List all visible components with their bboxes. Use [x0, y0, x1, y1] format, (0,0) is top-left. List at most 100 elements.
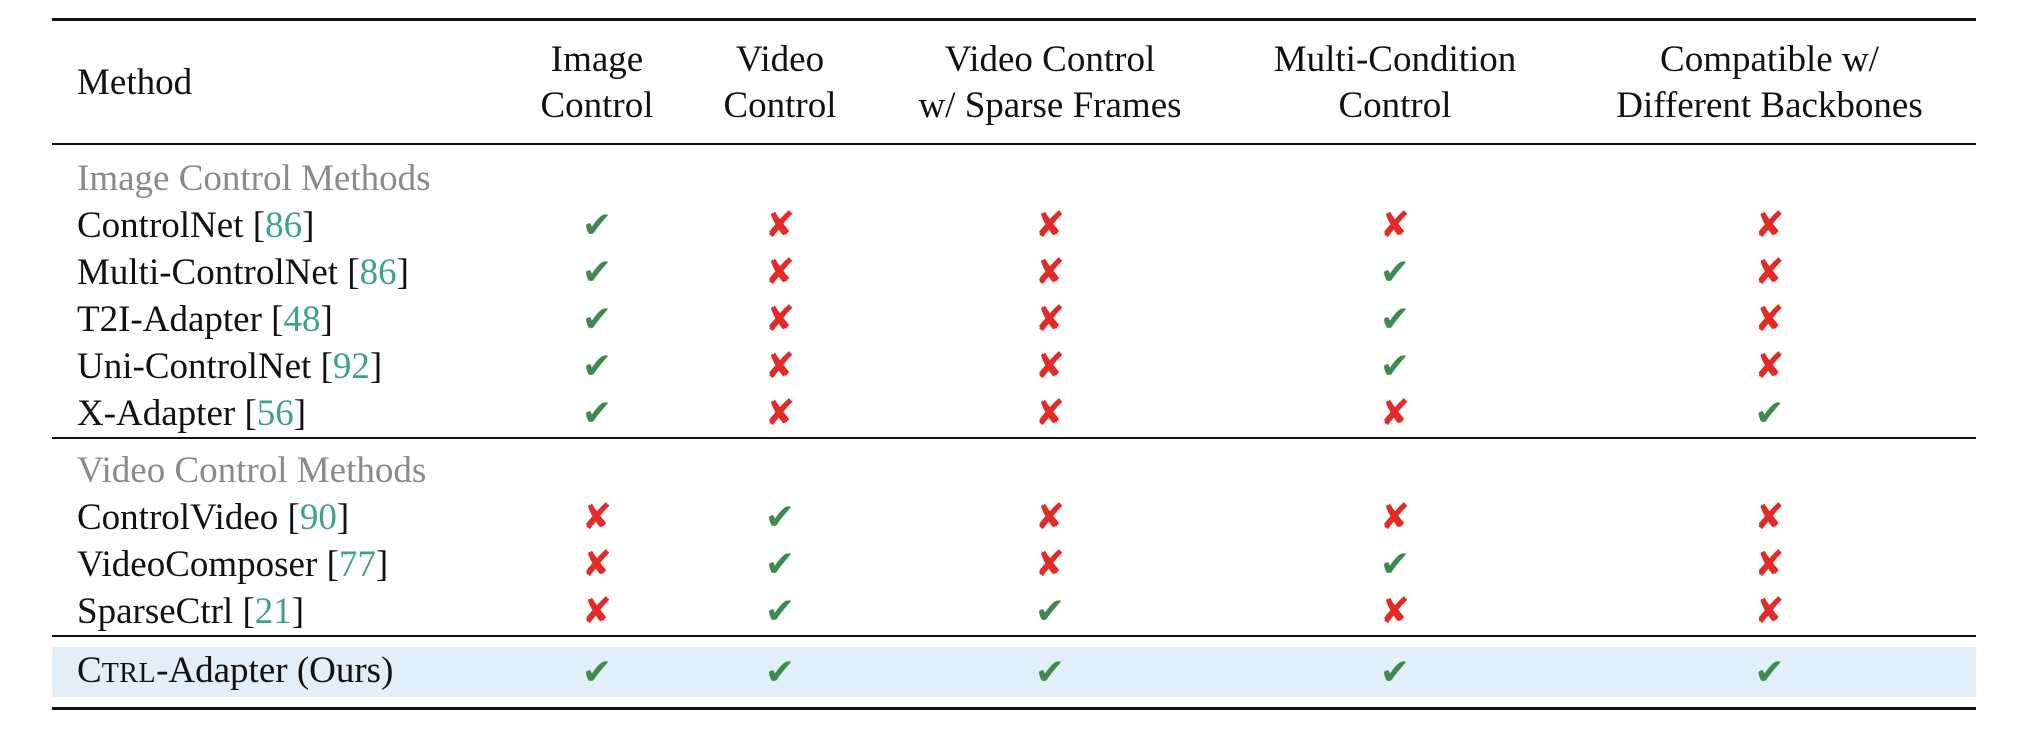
column-header-line: Multi-Condition — [1273, 39, 1517, 80]
method-name: Uni-ControlNet [92] — [77, 346, 383, 387]
mark-cell: ✔ — [507, 343, 687, 390]
check-icon: ✔ — [581, 252, 613, 293]
ours-separator — [52, 635, 1976, 647]
mark-cell: ✔ — [873, 588, 1227, 636]
citation-link[interactable]: 21 — [254, 591, 292, 632]
citation-link[interactable]: 86 — [265, 205, 303, 246]
column-header-line: Method — [77, 62, 193, 103]
check-icon: ✔ — [1034, 591, 1066, 632]
group-title: Video Control Methods — [52, 437, 1976, 494]
cross-icon: ✘ — [1034, 252, 1066, 293]
cross-icon: ✘ — [764, 299, 796, 340]
mark-cell: ✔ — [687, 541, 873, 588]
method-label: Uni-ControlNet — [77, 346, 312, 387]
column-header-line: Video Control — [944, 39, 1156, 80]
method-name: Multi-ControlNet [86] — [77, 252, 409, 293]
method-name: VideoComposer [77] — [77, 544, 389, 585]
cross-icon: ✘ — [581, 591, 613, 632]
mark-cell: ✔ — [507, 647, 687, 697]
mark-cell: ✘ — [873, 343, 1227, 390]
group-title: Image Control Methods — [77, 158, 431, 199]
mark-cell: ✘ — [1563, 541, 1976, 588]
mark-cell: ✔ — [687, 647, 873, 697]
table-row: Multi-ControlNet [86]✔✘✘✔✘ — [52, 249, 1976, 296]
method-name: ControlNet [86] — [77, 205, 315, 246]
mark-cell: ✔ — [1227, 541, 1563, 588]
column-header-video-control: Video Control — [687, 18, 873, 145]
table-row: ControlVideo [90]✘✔✘✘✘ — [52, 494, 1976, 541]
column-header-line: Control — [540, 85, 654, 126]
mark-cell: ✘ — [1563, 343, 1976, 390]
mark-cell: ✘ — [873, 390, 1227, 438]
mark-cell: ✘ — [1563, 494, 1976, 541]
method-label: T2I-Adapter — [77, 299, 262, 340]
citation-link[interactable]: 86 — [359, 252, 397, 293]
mark-cell: ✔ — [507, 202, 687, 249]
check-icon: ✔ — [1379, 346, 1411, 387]
check-icon: ✔ — [764, 497, 796, 538]
table-row: ControlNet [86]✔✘✘✘✘ — [52, 202, 1976, 249]
column-header-sparse-frames: Video Control w/ Sparse Frames — [873, 18, 1227, 145]
column-header-line: Different Backbones — [1616, 85, 1923, 126]
method-name: SparseCtrl [21] — [77, 591, 305, 632]
mark-cell: ✘ — [1227, 202, 1563, 249]
mark-cell: ✔ — [873, 647, 1227, 697]
check-icon: ✔ — [764, 544, 796, 585]
method-name: T2I-Adapter [48] — [77, 299, 333, 340]
bottom-padding — [52, 697, 1976, 709]
check-icon: ✔ — [1754, 393, 1785, 434]
comparison-table: Method Image Control Video Control Video… — [52, 18, 1976, 711]
mark-cell: ✔ — [1227, 249, 1563, 296]
mark-cell: ✘ — [687, 343, 873, 390]
cross-icon: ✘ — [1754, 591, 1785, 632]
cross-icon: ✘ — [764, 252, 796, 293]
method-name: ControlVideo [90] — [77, 497, 350, 538]
cross-icon: ✘ — [1754, 544, 1785, 585]
cross-icon: ✘ — [1379, 591, 1411, 632]
ours-method-name: CTRL-Adapter (Ours) — [52, 647, 507, 697]
method-label: X-Adapter — [77, 393, 236, 434]
table-row: VideoComposer [77] ✘ ✔ ✘ ✔ ✘ — [52, 541, 1976, 588]
method-label: Multi-ControlNet — [77, 252, 339, 293]
cross-icon: ✘ — [1379, 393, 1411, 434]
column-header-method: Method — [52, 18, 507, 145]
mark-cell: ✘ — [873, 249, 1227, 296]
ours-name-initial: C — [77, 650, 102, 691]
table-row: Uni-ControlNet [92]✔✘✘✔✘ — [52, 343, 1976, 390]
comparison-table-container: Method Image Control Video Control Video… — [52, 18, 1976, 711]
cross-icon: ✘ — [1034, 393, 1066, 434]
citation-link[interactable]: 90 — [299, 497, 337, 538]
citation-link[interactable]: 77 — [338, 544, 376, 585]
table-row: T2I-Adapter [48]✔✘✘✔✘ — [52, 296, 1976, 343]
cross-icon: ✘ — [1379, 205, 1411, 246]
cross-icon: ✘ — [1034, 544, 1066, 585]
column-header-image-control: Image Control — [507, 18, 687, 145]
check-icon: ✔ — [1379, 651, 1411, 693]
mark-cell: ✔ — [507, 249, 687, 296]
method-label: ControlVideo — [77, 497, 279, 538]
cross-icon: ✘ — [1754, 205, 1785, 246]
mark-cell: ✘ — [873, 296, 1227, 343]
mark-cell: ✘ — [507, 541, 687, 588]
column-header-line: Compatible w/ — [1660, 39, 1879, 80]
cross-icon: ✘ — [1034, 205, 1066, 246]
column-header-line: Image — [550, 39, 644, 80]
citation-link[interactable]: 92 — [332, 346, 370, 387]
group-header-row: Image Control Methods — [52, 144, 1976, 202]
cross-icon: ✘ — [1034, 497, 1066, 538]
mark-cell: ✘ — [1563, 296, 1976, 343]
mark-cell: ✘ — [1563, 588, 1976, 636]
citation-link[interactable]: 48 — [283, 299, 321, 340]
mark-cell: ✔ — [687, 494, 873, 541]
cross-icon: ✘ — [581, 497, 613, 538]
mark-cell: ✘ — [1563, 202, 1976, 249]
mark-cell: ✔ — [1227, 647, 1563, 697]
cross-icon: ✘ — [1034, 299, 1066, 340]
method-label: ControlNet — [77, 205, 244, 246]
ours-row: CTRL-Adapter (Ours) ✔ ✔ ✔ ✔ ✔ — [52, 647, 1976, 697]
mark-cell: ✘ — [687, 202, 873, 249]
cross-icon: ✘ — [581, 544, 613, 585]
citation-link[interactable]: 56 — [256, 393, 294, 434]
mark-cell: ✘ — [687, 390, 873, 438]
